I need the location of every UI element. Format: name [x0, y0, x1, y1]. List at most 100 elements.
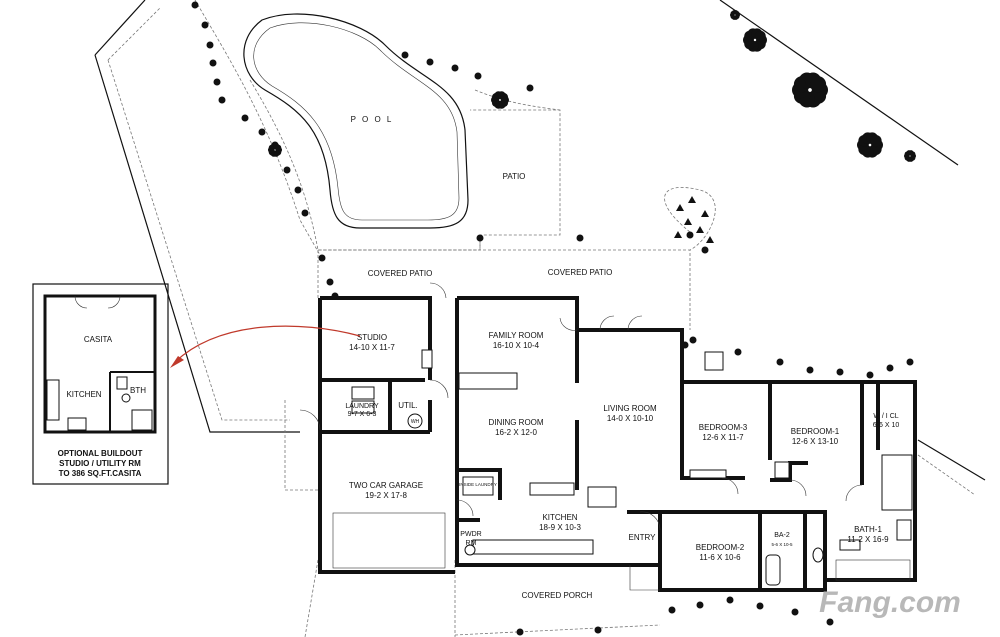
tree-icon [754, 30, 766, 42]
bath1-name: BATH-1 [854, 525, 882, 534]
shrub-dot [886, 364, 894, 372]
shrub-dot [401, 51, 409, 59]
kitchen-name: KITCHEN [542, 513, 577, 522]
shrub-dot [866, 371, 874, 379]
covered-patio-left-label: COVERED PATIO [368, 269, 433, 278]
bedroom3-size: 12-6 X 11-7 [702, 433, 744, 442]
laundry-name: LAUNDRY [345, 403, 379, 410]
shrub-dot [209, 59, 217, 67]
fireplace-icon [458, 372, 518, 390]
house-walls [318, 296, 917, 592]
landscape-shrubs [191, 1, 916, 636]
plant-icon [674, 231, 682, 238]
family-room-name: FAMILY ROOM [489, 331, 544, 340]
tree-icon [499, 93, 509, 102]
inside-laundry-label: INSIDE LAUNDRY [459, 482, 497, 487]
fixtures [332, 349, 913, 591]
shrub-dot [258, 128, 266, 136]
tree-icon [869, 134, 882, 147]
plant-icon [688, 196, 696, 203]
dining-room-size: 16-2 X 12-0 [495, 428, 537, 437]
casita-inset: CASITA KITCHEN BTH OPTIONAL BUILDOUT STU… [32, 283, 169, 485]
ba2-size: 5-6 X 10-5 [771, 542, 793, 547]
shrub-dot [594, 626, 602, 634]
living-room-name: LIVING ROOM [603, 404, 657, 413]
shrub-dot [689, 336, 697, 344]
shrub-dot [906, 358, 914, 366]
wic-name: W / I CL [873, 413, 898, 420]
casita-bath-label: BTH [130, 386, 146, 395]
tree-icon [909, 151, 916, 157]
living-room-size: 14-0 X 10-10 [607, 414, 654, 423]
plant-icon [684, 218, 692, 225]
shrub-dot [218, 96, 226, 104]
casita-title: CASITA [84, 335, 113, 344]
covered-porch-label: COVERED PORCH [522, 591, 593, 600]
shrub-dot [826, 618, 834, 626]
shrub-dot [283, 166, 291, 174]
bath1-size: 11-2 X 16-9 [847, 535, 889, 544]
dining-room-name: DINING ROOM [488, 418, 543, 427]
plant-icon [706, 236, 714, 243]
plant-icon [676, 204, 684, 211]
wic-size: 6-6 X 10 [873, 422, 900, 429]
shrub-dot [474, 72, 482, 80]
shrub-dot [213, 78, 221, 86]
shrub-dot [576, 234, 584, 242]
tree-icon [274, 144, 282, 151]
tree-icon [809, 76, 827, 93]
covered-patio-right-label: COVERED PATIO [548, 268, 613, 277]
util-label: UTIL. [398, 401, 418, 410]
shrub-dot [516, 628, 524, 636]
pool-shape [243, 13, 469, 229]
shrub-dot [526, 84, 534, 92]
family-room-size: 16-10 X 10-4 [493, 341, 540, 350]
fireplace-label: FP [475, 377, 485, 386]
shrub-dot [476, 234, 484, 242]
shrub-dot [326, 278, 334, 286]
shrub-dot [701, 246, 709, 254]
ba2-name: BA-2 [774, 532, 790, 539]
casita-caption-line2: STUDIO / UTILITY RM [59, 459, 141, 468]
bedroom1-size: 12-6 X 13-10 [792, 437, 839, 446]
shrub-dot [726, 596, 734, 604]
pwdr-size: RM [466, 540, 477, 547]
garage-size: 19-2 X 17-8 [365, 491, 407, 500]
shrub-dot [241, 114, 249, 122]
shrub-dot [451, 64, 459, 72]
tree-icon [734, 11, 740, 16]
shrub-dot [668, 606, 676, 614]
casita-caption-line1: OPTIONAL BUILDOUT [58, 449, 143, 458]
watermark-logo: Fang.com [819, 586, 961, 619]
shrub-dot [756, 602, 764, 610]
kitchen-size: 18-9 X 10-3 [539, 523, 581, 532]
shrub-dot [686, 231, 694, 239]
casita-caption-line3: TO 386 SQ.FT.CASITA [59, 469, 142, 478]
casita-arrow [174, 325, 361, 363]
bedroom2-size: 11-6 X 10-6 [699, 553, 741, 562]
casita-arrow-head-icon [170, 356, 184, 368]
studio-name: STUDIO [357, 333, 387, 342]
bedroom2-name: BEDROOM-2 [696, 543, 745, 552]
shrub-dot [806, 366, 814, 374]
shrub-dot [426, 58, 434, 66]
shrub-dot [791, 608, 799, 616]
water-heater-label: WH [411, 419, 420, 425]
laundry-size: 9-7 X 6-3 [348, 411, 377, 418]
door-swings [299, 282, 863, 531]
plant-icon [696, 226, 704, 233]
shrub-dot [294, 186, 302, 194]
shrub-dot [696, 601, 704, 609]
entry-label: ENTRY [629, 533, 657, 542]
shrub-dot [836, 368, 844, 376]
shrub-dot [776, 358, 784, 366]
studio-size: 14-10 X 11-7 [349, 343, 395, 352]
shrub-dot [191, 1, 199, 9]
bedroom3-name: BEDROOM-3 [699, 423, 748, 432]
shrub-dot [201, 21, 209, 29]
shrub-dot [318, 254, 326, 262]
garage-name: TWO CAR GARAGE [349, 481, 423, 490]
plant-icon [701, 210, 709, 217]
casita-kitchen-label: KITCHEN [66, 390, 101, 399]
